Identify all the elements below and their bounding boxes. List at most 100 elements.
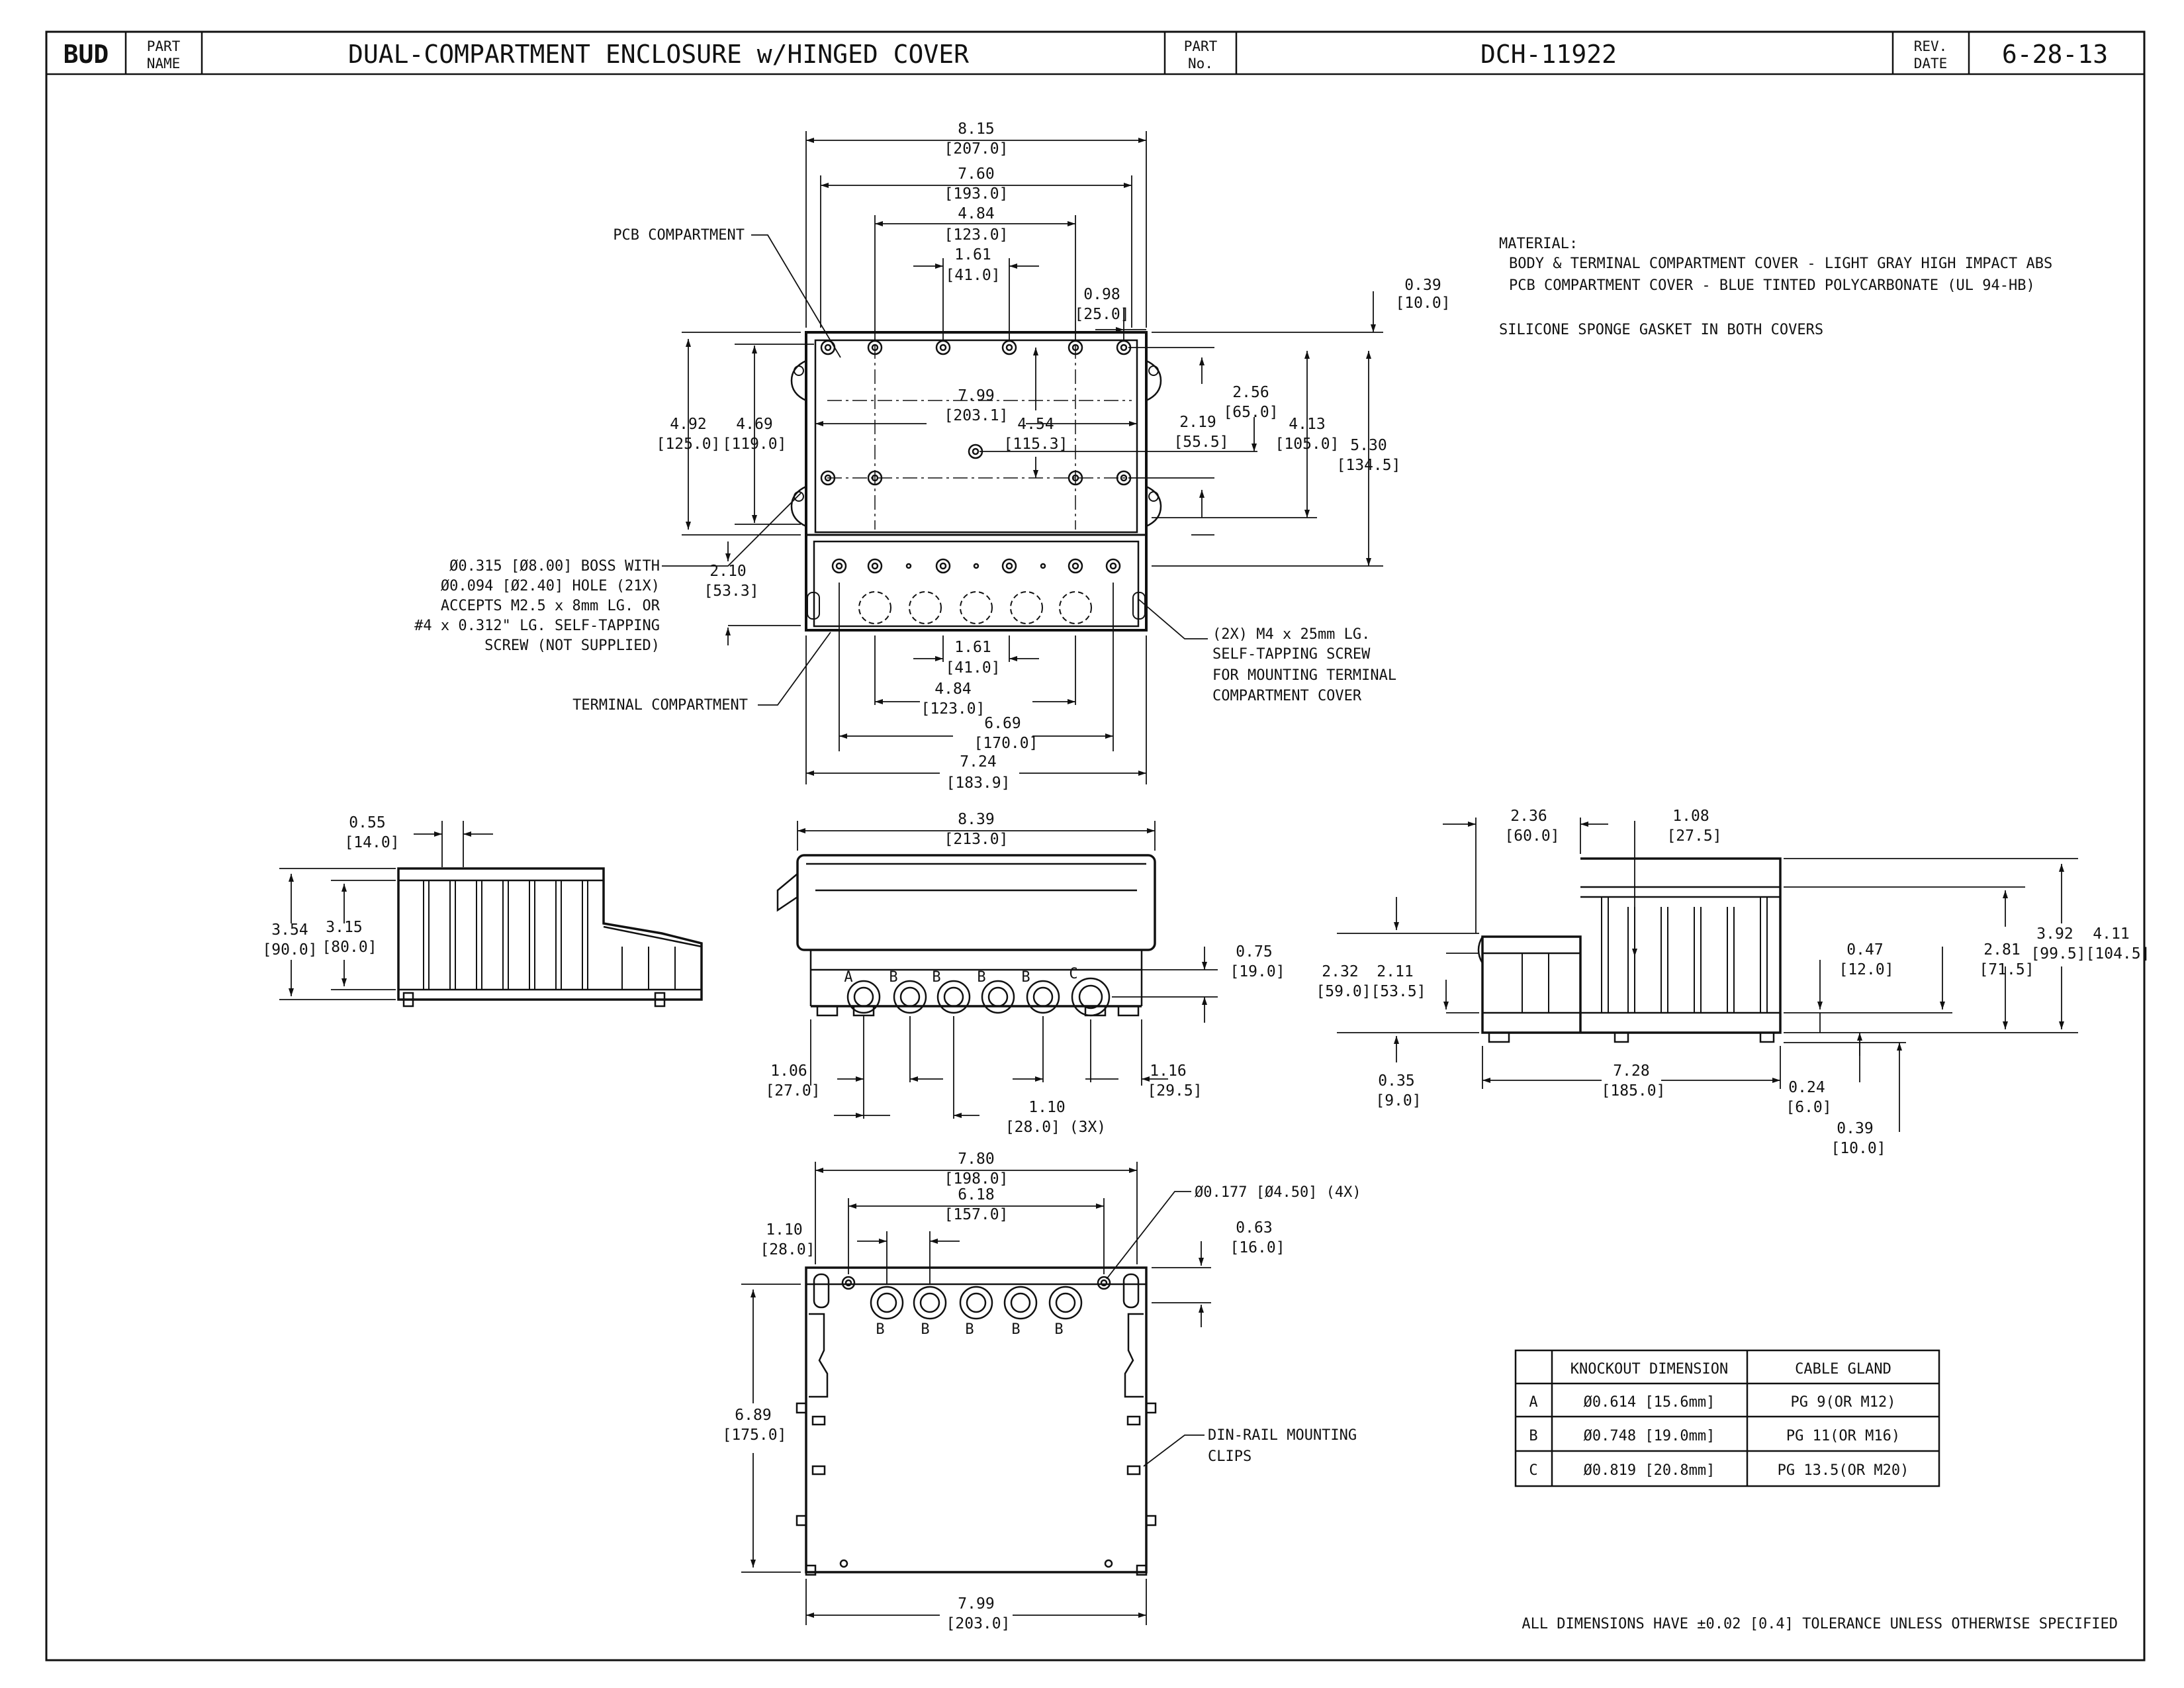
dim-top-right-3: 4.13 (1289, 416, 1325, 433)
side-view-right-dims (1337, 818, 2078, 1132)
material-heading: MATERIAL: (1499, 236, 1578, 252)
dim-side-height-2: 3.15 (326, 919, 362, 936)
gasket-note: SILICONE SPONGE GASKET IN BOTH COVERS (1499, 322, 1823, 338)
dim-top-width-4-mm: [41.0] (945, 267, 1000, 284)
dim-front-height-mm: [19.0] (1230, 963, 1285, 980)
dim-bottom-offset: 0.63 (1236, 1219, 1272, 1237)
callout-boss-2: Ø0.094 [Ø2.40] HOLE (21X) (441, 578, 660, 594)
dim-top-width-1-mm: [207.0] (944, 140, 1009, 158)
dim-top-width-4: 1.61 (954, 246, 991, 263)
top-view (790, 331, 1162, 632)
dim-front-width: 8.39 (958, 811, 994, 828)
dim-top-width-5-mm: [25.0] (1074, 306, 1129, 323)
knockout-letter-bottom-1: B (876, 1321, 884, 1338)
knockout-letter-bottom-4: B (1011, 1321, 1020, 1338)
dim-rside-4: 2.11 (1377, 963, 1413, 980)
dim-rside-9: 0.35 (1378, 1072, 1414, 1090)
dim-side-offset: 0.55 (349, 814, 385, 831)
knockout-letter-front-c: C (1069, 966, 1077, 982)
callout-screw-2: SELF-TAPPING SCREW (1212, 646, 1371, 663)
callout-screw-1: (2X) M4 x 25mm LG. (1212, 626, 1370, 643)
rev-date: 6-28-13 (2002, 40, 2108, 69)
dim-top-right-2: 2.19 (1179, 414, 1216, 431)
callout-screw-4: COMPARTMENT COVER (1212, 688, 1362, 704)
side-view-right (1477, 857, 1782, 1043)
dim-rside-6: 2.81 (1983, 941, 2020, 959)
bottom-view-dims (741, 1162, 1211, 1625)
dim-front-pitch-mm: [28.0] (3X) (1005, 1119, 1106, 1136)
dim-top-bottom-4: 7.24 (960, 753, 996, 771)
dim-top-bottom-1: 1.61 (954, 639, 991, 656)
dim-top-bottom-1-mm: [41.0] (945, 659, 1000, 677)
dim-top-width-1: 8.15 (958, 120, 994, 138)
callout-screw-3: FOR MOUNTING TERMINAL (1212, 667, 1396, 684)
callout-din-rail-1: DIN-RAIL MOUNTING (1208, 1427, 1357, 1444)
side-view-right-dim-text: 2.36 [60.0] 1.08 [27.5] 2.32 [59.0] 2.11… (1316, 808, 2150, 1157)
dim-bottom-height: 6.89 (735, 1407, 771, 1424)
table-row-a-letter: A (1529, 1394, 1537, 1411)
knockout-table (1514, 1349, 1940, 1487)
dim-top-width-2: 7.60 (958, 165, 994, 183)
dim-rside-10: 7.28 (1613, 1062, 1649, 1080)
front-view-dim-text: 8.39 [213.0] 0.75 [19.0] 1.06 [27.0] 1.1… (765, 811, 1285, 1136)
knockout-letter-front-a: A (844, 969, 852, 986)
dim-top-right-4: 5.30 (1350, 437, 1387, 454)
top-view-dim-text: 8.15 [207.0] 7.60 [193.0] 4.84 [123.0] 1… (657, 120, 1451, 792)
table-row-a-dim: Ø0.614 [15.6mm] (1584, 1394, 1715, 1411)
part-name: DUAL-COMPARTMENT ENCLOSURE w/HINGED COVE… (348, 40, 969, 69)
dim-top-width-5: 0.98 (1083, 286, 1120, 303)
company-logo: BUD (64, 40, 109, 69)
dim-top-bottom-3-mm: [170.0] (974, 735, 1038, 752)
sheet-border (45, 30, 2146, 1662)
bottom-view (796, 1266, 1157, 1576)
callout-boss-1: Ø0.315 [Ø8.00] BOSS WITH (449, 558, 660, 575)
table-row-a-gland: PG 9(OR M12) (1791, 1394, 1896, 1411)
dim-rside-4-mm: [53.5] (1371, 983, 1426, 1000)
rev-date-label-2: DATE (1914, 56, 1948, 71)
dim-rside-2-mm: [27.5] (1666, 827, 1721, 845)
dim-top-right-2-mm: [55.5] (1173, 434, 1228, 451)
table-row-b-dim: Ø0.748 [19.0mm] (1584, 1428, 1715, 1444)
table-row-c-letter: C (1529, 1462, 1537, 1479)
knockout-letter-front-b2: B (932, 969, 940, 986)
part-no-label-1: PART (1184, 38, 1218, 54)
table-row-b-gland: PG 11(OR M16) (1786, 1428, 1900, 1444)
callout-terminal-compartment: TERMINAL COMPARTMENT (572, 697, 748, 714)
dim-front-right-mm: [29.5] (1147, 1082, 1202, 1100)
dim-front-height: 0.75 (1236, 943, 1272, 961)
side-view-left (397, 867, 703, 1008)
dim-side-height-1-mm: [90.0] (262, 941, 317, 959)
part-name-label-2: NAME (147, 56, 181, 71)
knockout-letter-bottom-5: B (1054, 1321, 1063, 1338)
dim-top-left-2-mm: [119.0] (723, 436, 787, 453)
top-view-dims (662, 131, 1383, 784)
side-view-left-dims (279, 821, 493, 1000)
table-row-c-dim: Ø0.819 [20.8mm] (1584, 1462, 1715, 1479)
dim-top-width-3: 4.84 (958, 205, 994, 222)
dim-front-width-mm: [213.0] (944, 831, 1009, 848)
dim-rside-1: 2.36 (1510, 808, 1547, 825)
callout-boss-5: SCREW (NOT SUPPLIED) (484, 637, 660, 654)
dim-top-right-3-mm: [105.0] (1275, 436, 1340, 453)
dim-rside-3: 2.32 (1322, 963, 1358, 980)
knockout-letter-front-b1: B (889, 969, 897, 986)
dim-side-height-1: 3.54 (271, 921, 308, 939)
dim-front-right: 1.16 (1150, 1062, 1186, 1080)
table-row-b-letter: B (1529, 1428, 1537, 1444)
dim-top-left-1-mm: [125.0] (657, 436, 721, 453)
rev-date-label-1: REV. (1914, 38, 1948, 54)
dim-bottom-width-3-mm: [203.0] (946, 1615, 1011, 1632)
dim-top-offset-mm: [10.0] (1395, 295, 1450, 312)
dim-bottom-offset-mm: [16.0] (1230, 1239, 1285, 1256)
dim-top-width-3-mm: [123.0] (944, 226, 1009, 244)
dim-top-offset: 0.39 (1404, 277, 1441, 294)
dim-bottom-width-2: 6.18 (958, 1186, 994, 1203)
front-view-letters: A B B B B C (844, 966, 1077, 986)
front-view (776, 854, 1156, 1017)
dim-rside-8-mm: [104.5] (2086, 945, 2150, 962)
table-row-c-gland: PG 13.5(OR M20) (1778, 1462, 1909, 1479)
material-line-1: BODY & TERMINAL COMPARTMENT COVER - LIGH… (1509, 256, 2052, 272)
dim-bottom-pitch: 1.10 (766, 1221, 802, 1239)
dim-rside-12: 0.39 (1837, 1120, 1873, 1137)
